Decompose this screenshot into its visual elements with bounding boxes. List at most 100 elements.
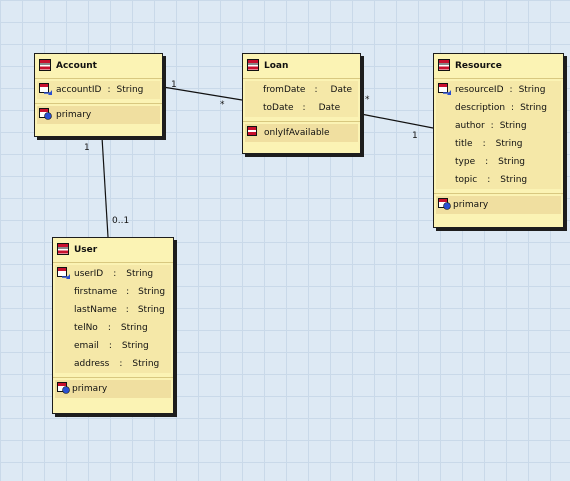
operations-compartment: onlyIfAvailable [243,122,360,147]
attributes-compartment: fromDate : Date toDate : Date [243,79,360,122]
attribute-type: String [499,121,527,131]
operation-row[interactable]: primary [436,196,561,214]
attribute-separator: : [511,103,515,113]
operation-row[interactable]: primary [37,106,160,124]
attribute-separator: : [314,85,318,95]
attribute-row[interactable]: fromDate : Date [245,81,358,99]
attribute-name: topic [455,175,478,185]
class-icon [57,242,69,258]
multiplicity-account-loan-loan-end: * [220,100,225,110]
attribute-name: title [455,139,473,149]
attribute-row[interactable]: lastName : String [55,301,171,319]
attribute-name: accountID [56,85,102,95]
attribute-type: String [132,359,160,369]
attribute-separator: : [113,269,117,279]
operations-compartment: primary [35,104,162,129]
attribute-type: String [495,139,523,149]
class-name: Loan [264,61,289,71]
attribute-row[interactable]: toDate : Date [245,99,358,117]
operation-name: primary [72,384,108,394]
class-header: Loan [243,54,360,79]
operation-row[interactable]: primary [55,380,171,398]
attribute-type: String [498,157,526,167]
attribute-row[interactable]: firstname : String [55,283,171,301]
attribute-row[interactable]: resourceID : String [436,81,561,99]
operations-compartment: primary [434,194,563,219]
attribute-separator: : [490,121,494,131]
attribute-type: Date [330,85,353,95]
attribute-type: String [120,323,148,333]
class-loan[interactable]: Loan fromDate : Date toDate : Date onlyI… [242,53,361,154]
association-account-loan[interactable] [162,86,243,101]
class-name: Account [56,61,97,71]
attribute-name: type [455,157,476,167]
attribute-type: String [518,85,546,95]
attribute-type: Date [318,103,341,113]
attribute-type: String [520,103,547,113]
attribute-name: address [74,359,110,369]
attribute-separator: : [125,305,129,315]
attribute-row[interactable]: email : String [55,337,171,355]
class-icon [438,58,450,74]
attribute-row[interactable]: type : String [436,153,561,171]
multiplicity-loan-resource-loan-end: * [365,95,370,105]
attribute-row[interactable]: title : String [436,135,561,153]
operation-name: onlyIfAvailable [264,128,330,138]
class-header: Resource [434,54,563,79]
multiplicity-account-loan-account-end: 1 [171,80,177,90]
attributes-compartment: accountID : String [35,79,162,104]
attributes-compartment: resourceID : String description : String… [434,79,563,194]
class-header: User [53,238,173,263]
attribute-row[interactable]: description : String [436,99,561,117]
attribute-separator: : [107,323,111,333]
attribute-row[interactable]: accountID : String [37,81,160,99]
class-name: Resource [455,61,502,71]
key-attribute-icon [57,266,71,282]
association-loan-resource[interactable] [360,113,434,129]
class-resource[interactable]: Resource resourceID : String description… [433,53,564,228]
attribute-name: toDate [263,103,294,113]
operation-icon [438,197,451,213]
operation-name: primary [453,200,489,210]
attribute-name: description [455,103,506,113]
multiplicity-account-user-account-end: 1 [84,143,90,153]
attribute-separator: : [108,341,112,351]
attribute-separator: : [485,157,489,167]
operations-compartment: primary [53,378,173,403]
attribute-name: firstname [74,287,118,297]
attribute-row[interactable]: telNo : String [55,319,171,337]
attribute-name: resourceID [455,85,504,95]
multiplicity-loan-resource-resource-end: 1 [412,131,418,141]
attribute-type: String [137,305,165,315]
attribute-row[interactable]: author : String [436,117,561,135]
association-account-user[interactable] [101,136,109,238]
attribute-separator: : [509,85,513,95]
class-icon [39,58,51,74]
attribute-type: String [116,85,144,95]
attributes-compartment: userID : String firstname : String lastN… [53,263,173,378]
attribute-name: userID [74,269,104,279]
operation-row[interactable]: onlyIfAvailable [245,124,358,142]
class-icon [247,58,259,74]
attribute-name: lastName [74,305,117,315]
attribute-separator: : [487,175,491,185]
attribute-separator: : [119,359,123,369]
attribute-separator: : [482,139,486,149]
operation-icon [39,107,52,123]
key-attribute-icon [438,82,452,98]
class-account[interactable]: Account accountID : String primary [34,53,163,137]
attribute-type: String [500,175,528,185]
class-header: Account [35,54,162,79]
key-attribute-icon [39,82,53,98]
attribute-separator: : [107,85,111,95]
attribute-separator: : [126,287,130,297]
multiplicity-account-user-user-end: 0..1 [112,216,130,226]
class-user[interactable]: User userID : String firstname : String … [52,237,174,414]
attribute-row[interactable]: userID : String [55,265,171,283]
attribute-name: fromDate [263,85,306,95]
operation-name: primary [56,110,92,120]
attribute-row[interactable]: address : String [55,355,171,373]
attribute-row[interactable]: topic : String [436,171,561,189]
attribute-name: email [74,341,99,351]
